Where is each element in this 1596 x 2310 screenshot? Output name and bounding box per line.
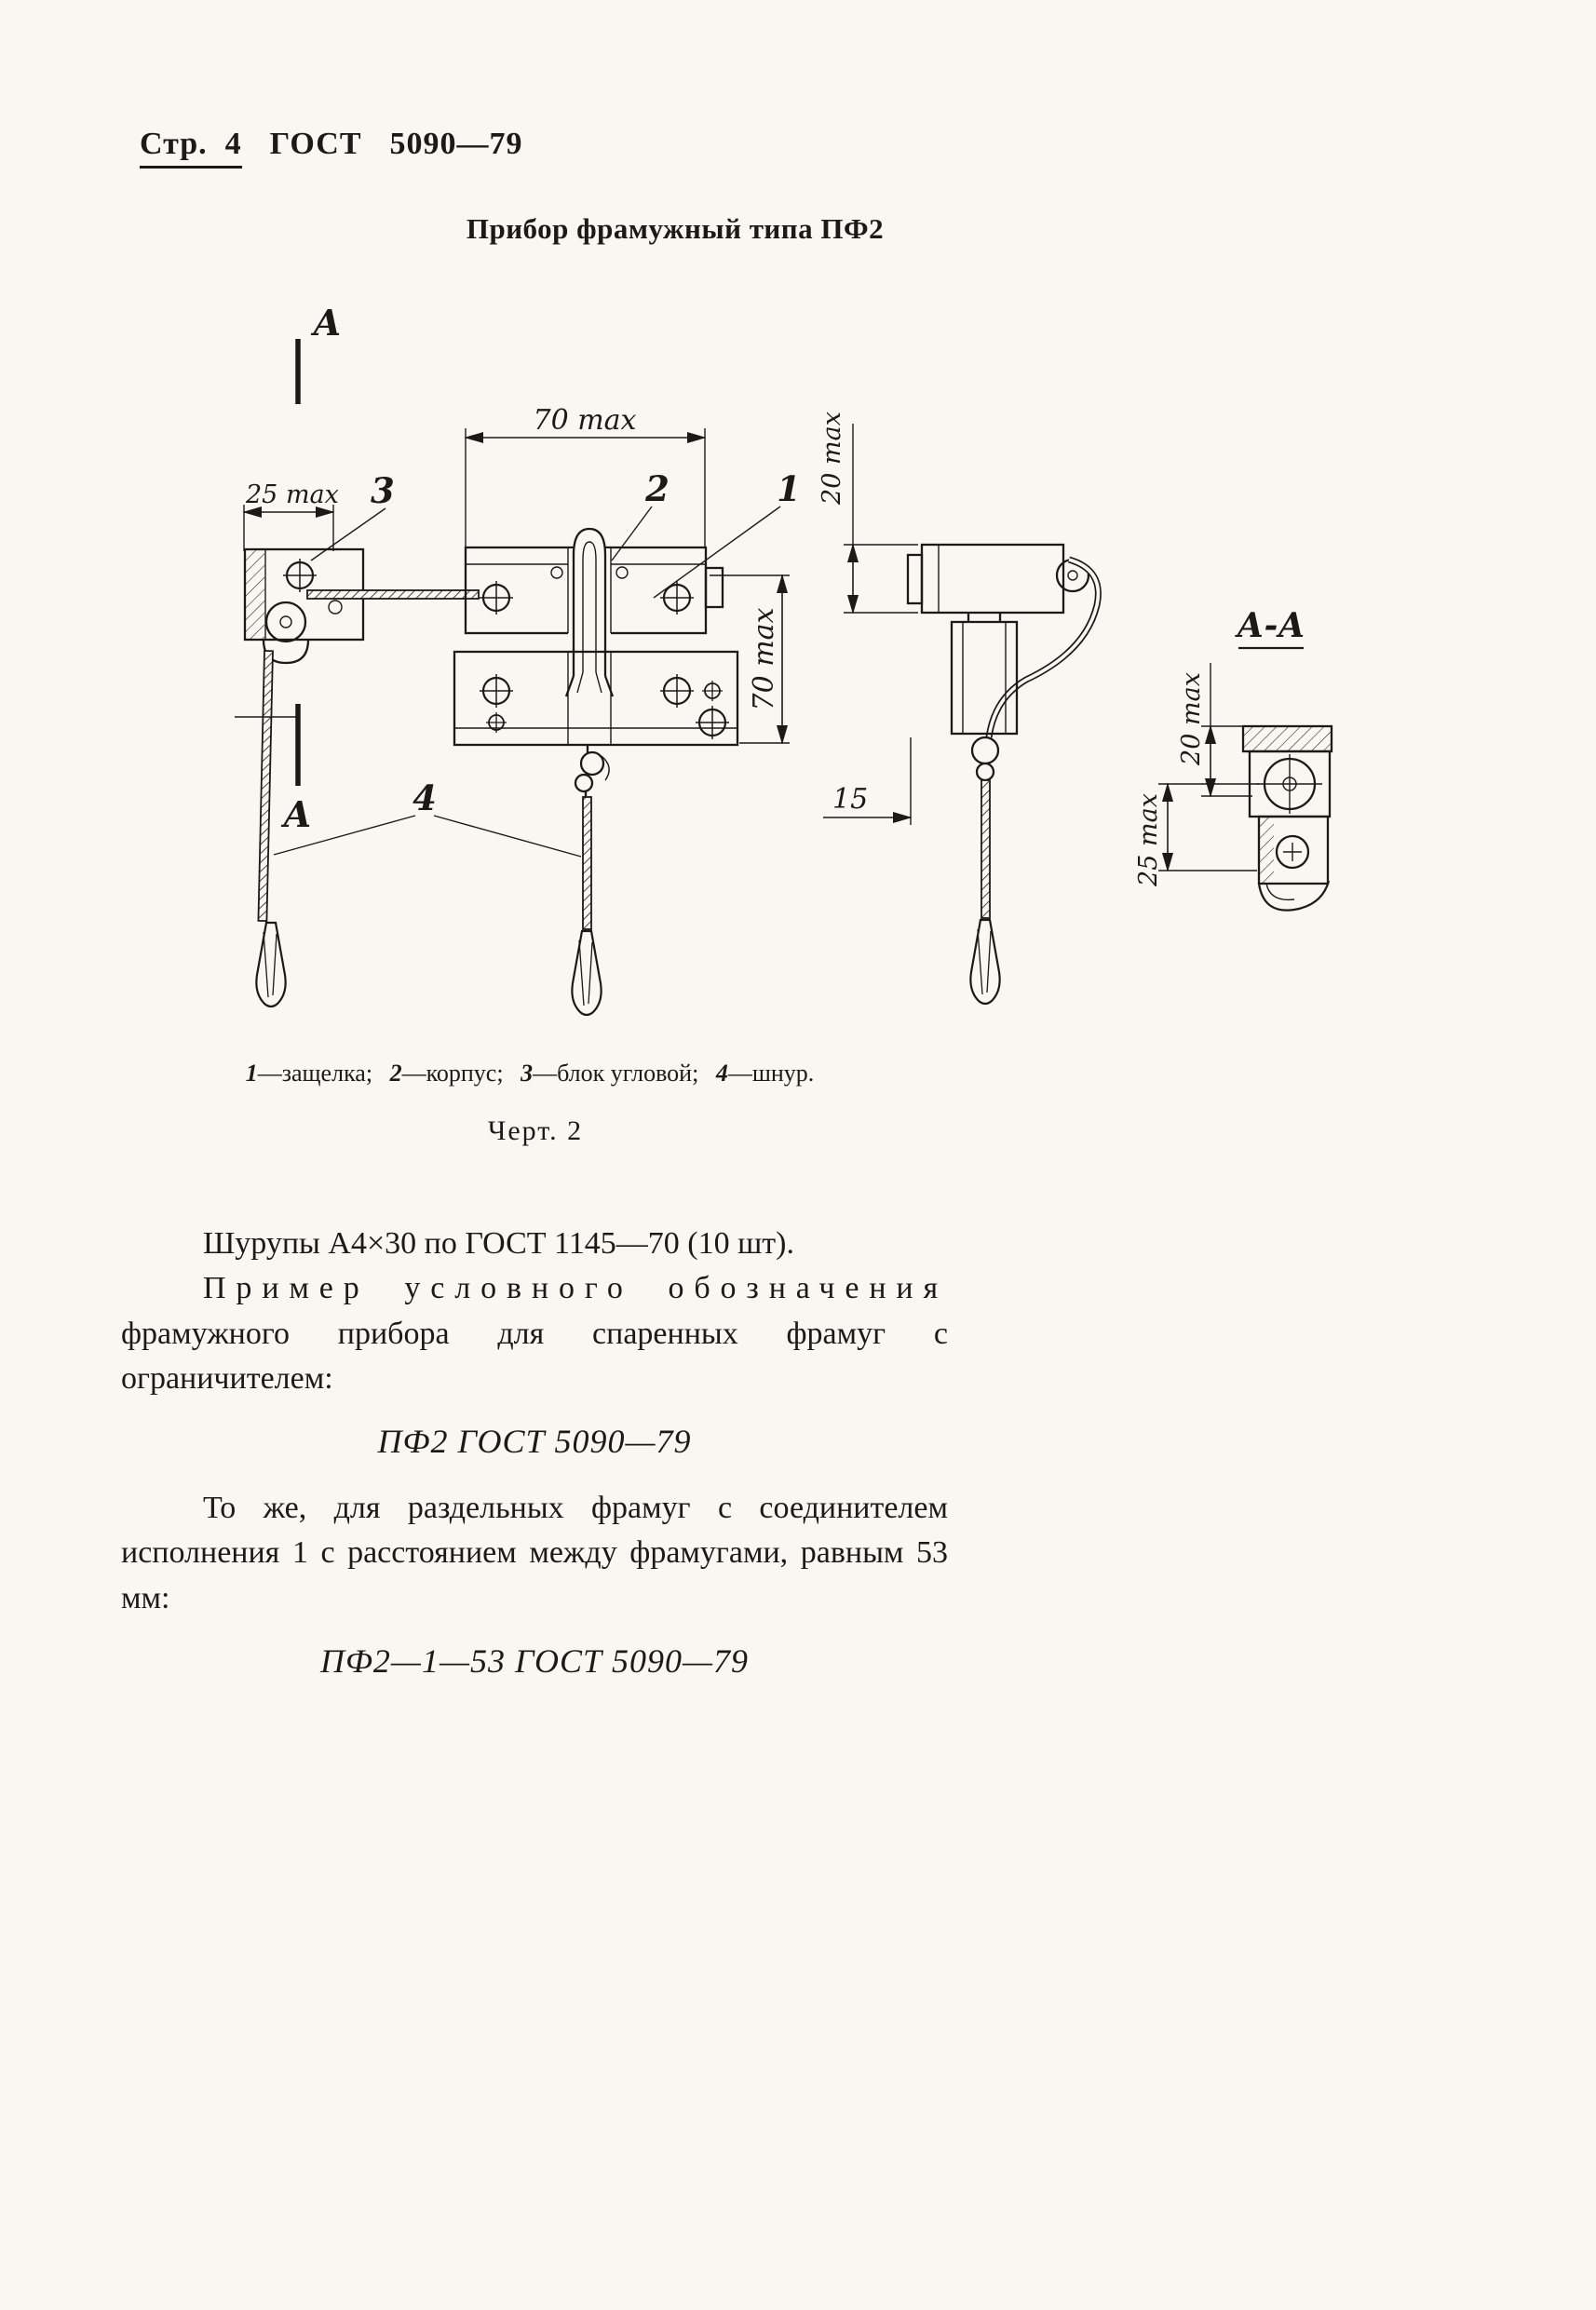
tassel-left	[255, 921, 287, 1008]
designation-pf2-1-53: ПФ2—1—53 ГОСТ 5090—79	[319, 1641, 749, 1680]
dim-15: 15	[823, 737, 913, 825]
section-letter-bottom: А	[280, 793, 312, 835]
caption-item-number: 2	[389, 1060, 402, 1087]
section-view-a-a: А-А 20 max 25 max	[1134, 606, 1333, 912]
dim-25-section: 25 max	[1134, 782, 1259, 887]
cord-left	[257, 650, 274, 923]
page-number: 4	[224, 127, 242, 161]
section-mark-top: А	[295, 302, 342, 404]
paragraph-example-spaced: Пример условного обозначения	[203, 1271, 948, 1306]
corner-block-front	[243, 547, 365, 665]
screw	[485, 711, 507, 734]
callout-cord: 4	[273, 777, 582, 858]
caption-item-label: —шнур.	[727, 1060, 815, 1087]
section-letter-top: А	[310, 302, 342, 344]
side-view: 20 max	[818, 412, 1102, 1006]
screw	[658, 579, 696, 616]
dim-20-side: 20 max	[818, 412, 918, 615]
dim-20-section-label: 20 max	[1177, 672, 1206, 766]
paragraph-example: Пример условного обозначения фрамужного …	[121, 1266, 948, 1401]
callout-body: 2	[611, 468, 670, 561]
screw	[701, 680, 724, 702]
caption-item-label: —защелка;	[257, 1060, 373, 1087]
dim-15-label: 15	[832, 783, 868, 816]
cord-horizontal	[306, 589, 480, 600]
paragraph-example-rest: фрамужного прибора для спаренных фрамуг …	[121, 1316, 948, 1396]
cord-right	[981, 779, 991, 919]
caption-item: 2—корпус;	[390, 1060, 504, 1087]
screw	[658, 672, 696, 709]
callout-corner-block-label: 3	[371, 470, 395, 511]
paragraph-same: То же, для раздельных фрамуг с соедините…	[121, 1491, 948, 1615]
section-view-title: А-А	[1234, 606, 1305, 645]
body-text: Шурупы А4×30 по ГОСТ 1145—70 (10 шт). Пр…	[121, 1222, 948, 1706]
standard-label: ГОСТ	[269, 127, 362, 161]
drawing-svg: А 25 max 3	[235, 302, 1333, 1017]
dim-25-left: 25 max	[242, 480, 339, 551]
latch-lever	[564, 527, 615, 697]
caption-item-label: —блок угловой;	[533, 1060, 699, 1087]
screw	[478, 579, 515, 616]
dim-70-top: 70 max	[464, 404, 707, 547]
caption-item: 4—шнур.	[716, 1060, 814, 1087]
callout-latch: 1	[653, 468, 801, 599]
cord-middle	[582, 796, 592, 930]
dim-70-right-label: 70 max	[748, 607, 780, 710]
callout-corner-block: 3	[310, 470, 395, 561]
dim-70-right: 70 max	[710, 574, 790, 745]
tassel-right	[969, 918, 1001, 1006]
screw	[281, 557, 318, 594]
caption-item-number: 4	[715, 1060, 728, 1087]
caption-item-label: —корпус;	[401, 1060, 504, 1087]
caption-item: 1—защелка;	[246, 1060, 372, 1087]
dim-25-left-label: 25 max	[245, 480, 339, 509]
technical-drawing: А 25 max 3	[0, 279, 1596, 1033]
page-label: Стр.	[140, 127, 208, 161]
page-header: Стр. 4 ГОСТ 5090—79	[140, 127, 523, 169]
figure-caption: 1—защелка; 2—корпус; 3—блок угловой; 4—ш…	[121, 1060, 950, 1087]
callout-body-label: 2	[644, 468, 670, 509]
paragraph-screws: Шурупы А4×30 по ГОСТ 1145—70 (10 шт).	[203, 1226, 794, 1261]
figure-number: Черт. 2	[487, 1115, 584, 1146]
caption-item-number: 1	[245, 1060, 258, 1087]
figure-title: Прибор фрамужный типа ПФ2	[466, 212, 885, 245]
page-number-group: Стр. 4	[140, 127, 242, 169]
designation-pf2: ПФ2 ГОСТ 5090—79	[377, 1423, 692, 1461]
dim-20-side-label: 20 max	[818, 412, 846, 506]
cord-hook-middle	[574, 745, 610, 799]
pulley-front	[264, 601, 307, 643]
section-mark-bottom: А	[235, 704, 312, 835]
tassel-middle	[571, 929, 602, 1017]
latch-assembly-front	[453, 527, 739, 747]
callout-latch-label: 1	[777, 468, 801, 509]
standard-number: 5090—79	[389, 127, 523, 161]
cord-knot-right	[970, 736, 1000, 765]
dim-70-top-label: 70 max	[534, 404, 637, 437]
dim-20-section: 20 max	[1177, 663, 1252, 798]
screw	[478, 672, 515, 709]
callout-cord-label: 4	[413, 777, 437, 818]
caption-item-number: 3	[521, 1060, 534, 1087]
dim-25-section-label: 25 max	[1134, 793, 1163, 887]
screw	[694, 704, 731, 741]
caption-item: 3—блок угловой;	[521, 1060, 698, 1087]
